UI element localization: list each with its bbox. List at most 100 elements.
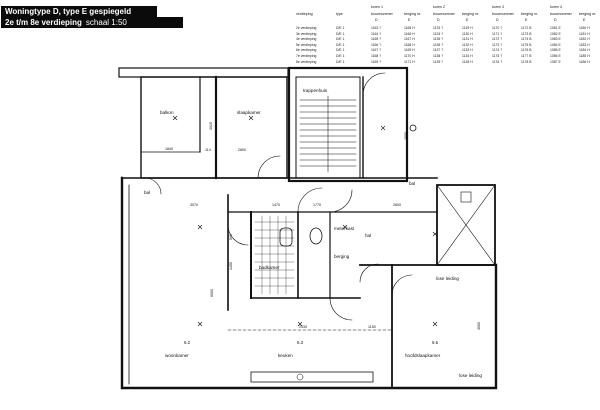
table-cell: 1186 H xyxy=(579,59,590,64)
dimension-text: 1840 xyxy=(165,147,173,151)
table-cell: 1183 H xyxy=(579,42,590,47)
table-sub-header: E xyxy=(583,18,586,22)
table-cell: 1180 H xyxy=(579,26,590,30)
table-cell: 1174 B xyxy=(521,37,532,42)
bedroom-door-swing xyxy=(257,155,281,179)
table-cell: 1133 ? xyxy=(433,26,444,30)
table-sub-header: E xyxy=(466,18,469,22)
kitchen-counter xyxy=(250,371,374,383)
room-label-woonkamer: woonkamer xyxy=(165,353,189,358)
table-cell: 1085 E xyxy=(550,48,561,53)
table-column-header: bouwnummer xyxy=(492,12,514,16)
table-cell: 1168 ? xyxy=(371,54,382,58)
living-door-swing xyxy=(227,224,249,246)
table-cell: D/E 1 xyxy=(336,48,345,53)
note-lose-leiding: lose leiding xyxy=(459,373,482,378)
room-label-hoofdslaapkamer: hoofdslaapkamer xyxy=(405,353,441,358)
table-column-header: bouwnummer xyxy=(550,12,572,16)
table-cell: 1174 ? xyxy=(492,48,503,53)
dimension-text: 3000 xyxy=(477,322,481,330)
top-wall xyxy=(118,67,289,78)
table-cell: 1165 ? xyxy=(371,37,382,42)
dimension-text: 2800 xyxy=(238,148,246,152)
note-lose-leiding: lose leiding xyxy=(436,276,459,281)
table-cell: 1164 ? xyxy=(371,31,382,36)
table-cell: 1172 ? xyxy=(492,37,503,42)
table-cell: D/E 1 xyxy=(336,54,345,58)
dimension-text: 114 xyxy=(205,148,211,152)
table-cell: 1168 H xyxy=(404,42,415,47)
table-cell: 1084 E xyxy=(550,42,561,47)
core-door-swing xyxy=(362,72,386,96)
table-sub-header: D xyxy=(554,18,557,22)
room-label-badkamer: badkamer xyxy=(259,265,280,270)
table-cell: 1130 H xyxy=(462,31,473,36)
table-cell: 1136 ? xyxy=(433,42,444,47)
shaft-diagonal xyxy=(436,184,496,266)
table-cell: 1134 ? xyxy=(433,31,444,36)
height-marker: 6.2 xyxy=(184,340,191,345)
core-column xyxy=(409,124,417,132)
table-cell: 1176 B xyxy=(521,48,532,53)
dimension-text: 2800 xyxy=(404,132,408,140)
table-cell: 1138 ? xyxy=(433,54,444,58)
dimension-text: 3020 xyxy=(209,122,213,130)
table-cell: 1173 ? xyxy=(492,42,503,47)
table-column-header: berging nr. xyxy=(521,12,538,16)
label-bal: bal xyxy=(144,190,150,195)
drawing-title: Woningtype D, type E gespiegeld xyxy=(1,6,157,17)
table-cell: 8e verdieping xyxy=(296,59,317,64)
table-group-header: koren 1 xyxy=(371,5,383,9)
table-cell: 1169 ? xyxy=(371,59,382,64)
table-cell: 5e verdieping xyxy=(296,42,317,47)
table-cell: 1185 H xyxy=(579,54,590,58)
table-column-header: verdieping xyxy=(296,12,313,16)
table-cell: 1135 H xyxy=(462,59,473,64)
table-cell: 1169 H xyxy=(404,48,415,53)
table-cell: 1184 H xyxy=(579,48,590,53)
table-cell: 1086 E xyxy=(550,54,561,58)
table-cell: 1171 H xyxy=(404,59,415,64)
table-sub-header: D xyxy=(437,18,440,22)
dimension-text: 2600 xyxy=(393,203,401,207)
label-bal: bal xyxy=(409,181,415,186)
bedroom-block-outline xyxy=(140,76,288,179)
table-column-header: type xyxy=(336,12,343,16)
table-cell: 1137 ? xyxy=(433,48,444,53)
table-cell: 1171 ? xyxy=(492,31,503,36)
room-label-slaapkamer: slaapkamer xyxy=(237,110,261,115)
table-cell: 1173 B xyxy=(521,31,532,36)
stair-core-outline xyxy=(287,66,409,183)
table-cell: 1166 H xyxy=(404,31,415,36)
room-label-balkon: balkon xyxy=(160,110,174,115)
table-cell: 1181 H xyxy=(579,31,590,36)
scale-text: schaal 1:50 xyxy=(85,18,127,27)
table-cell: 1175 B xyxy=(521,42,532,47)
table-cell: D/E 1 xyxy=(336,26,345,30)
storage-door-swing xyxy=(359,263,379,283)
balcony-door-swing xyxy=(144,177,162,195)
table-column-header: berging nr. xyxy=(462,12,479,16)
table-cell: 1135 ? xyxy=(433,37,444,42)
dimension-text: 500 xyxy=(229,234,233,240)
table-cell: 1178 B xyxy=(521,59,532,64)
table-cell: 1163 ? xyxy=(371,26,382,30)
room-label-keuken: keuken xyxy=(278,353,293,358)
table-cell: 1083 E xyxy=(550,37,561,42)
floor-range-text: 2e t/m 8e verdieping xyxy=(5,18,82,27)
height-marker: 6.3 xyxy=(297,340,304,345)
table-cell: 1129 H xyxy=(462,26,473,30)
sink xyxy=(279,227,293,247)
table-cell: 1167 ? xyxy=(371,48,382,53)
room-label-meterkast: meterkast xyxy=(334,226,355,231)
table-column-header: bouwnummer xyxy=(433,12,455,16)
dimension-text: 1150 xyxy=(368,325,376,329)
height-marker: 6.5 xyxy=(432,340,439,345)
table-cell: 1172 B xyxy=(521,26,532,30)
toilet xyxy=(309,227,323,245)
meterkast-door-swing xyxy=(329,189,353,213)
table-cell: D/E 1 xyxy=(336,31,345,36)
dimension-text: 3070 xyxy=(190,203,198,207)
